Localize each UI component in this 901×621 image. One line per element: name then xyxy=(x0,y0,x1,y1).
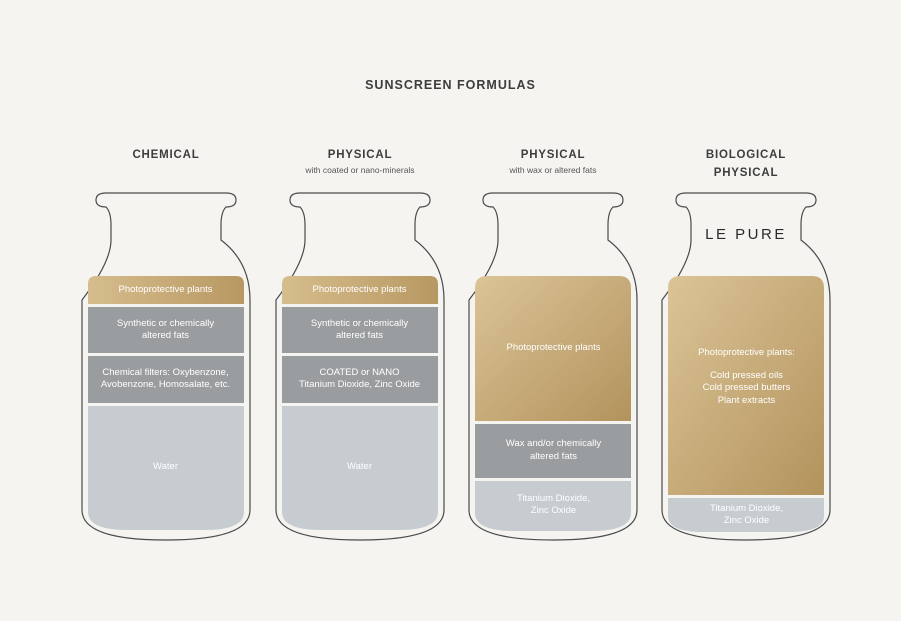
label-line: Wax and/or chemically xyxy=(505,438,602,449)
heading-subtitle: with wax or altered fats xyxy=(509,165,597,175)
heading-text: PHYSICAL xyxy=(327,149,393,161)
label-group: Photoprotective plants: Cold pressed oil… xyxy=(698,347,795,407)
label-spacer xyxy=(698,360,795,370)
heading-subtitle: with coated or nano-minerals xyxy=(305,165,415,175)
jar-layer xyxy=(475,481,631,531)
jar-outline xyxy=(81,192,251,541)
jar-layer xyxy=(475,276,631,421)
label-line: Water xyxy=(153,460,178,472)
diagram-title: SUNSCREEN FORMULAS xyxy=(365,78,536,92)
label-line: Photoprotective plants xyxy=(506,342,601,354)
column-heading-physical-wax: PHYSICAL with wax or altered fats xyxy=(453,146,653,175)
jar-layer xyxy=(282,356,438,403)
heading-text: CHEMICAL xyxy=(132,149,200,161)
label-line: Avobenzone, Homosalate, etc. xyxy=(100,379,231,390)
jar-layer xyxy=(282,276,438,304)
label-line: Photoprotective plants: xyxy=(698,347,795,358)
layer-label: Photoprotective plants xyxy=(473,277,634,420)
label-line: altered fats xyxy=(336,330,383,341)
label-line: altered fats xyxy=(142,330,189,341)
column-heading-biological-physical: BIOLOGICAL PHYSICAL xyxy=(646,146,846,182)
jar-outline xyxy=(661,192,831,541)
label-line: altered fats xyxy=(530,450,577,462)
label-line: Chemical filters: Oxybenzone, xyxy=(102,366,229,378)
layer-label: Wax and/or chemically altered fats xyxy=(473,424,634,477)
layer-label: Water xyxy=(85,406,246,528)
layer-label: Synthetic or chemically altered fats xyxy=(279,307,440,353)
jar-layer xyxy=(282,406,438,530)
label-line: Titanium Dioxide, xyxy=(516,492,591,504)
layer-label: Titanium Dioxide, Zinc Oxide xyxy=(473,481,634,529)
label-line: Zinc Oxide xyxy=(723,515,770,526)
jar-layer xyxy=(282,307,438,353)
label-line: Titanium Dioxide, Zinc Oxide xyxy=(298,379,421,390)
label-line: Plant extracts xyxy=(717,394,776,406)
label-line: Synthetic or chemically xyxy=(116,317,215,329)
heading-text-line2: PHYSICAL xyxy=(713,167,779,179)
layer-label: Chemical filters: Oxybenzone, Avobenzone… xyxy=(85,356,246,402)
jar-layer xyxy=(88,356,244,403)
label-line: Water xyxy=(347,460,372,472)
column-heading-chemical: CHEMICAL xyxy=(66,146,266,164)
layer-label: Photoprotective plants: Cold pressed oil… xyxy=(666,277,827,492)
jar-outline xyxy=(468,192,638,541)
jar-layer xyxy=(475,424,631,478)
label-line: COATED or NANO xyxy=(319,366,400,378)
column-heading-physical-nano: PHYSICAL with coated or nano-minerals xyxy=(260,146,460,175)
layer-label: COATED or NANO Titanium Dioxide, Zinc Ox… xyxy=(279,356,440,402)
label-line: Photoprotective plants xyxy=(312,283,407,295)
label-line: Zinc Oxide xyxy=(530,505,577,516)
jar-outline xyxy=(275,192,445,541)
le-pure-logo: LE PURE xyxy=(705,226,787,243)
jar-layer xyxy=(88,406,244,530)
jar-layer xyxy=(88,307,244,353)
layer-label: Titanium Dioxide, Zinc Oxide xyxy=(666,499,827,531)
layer-label: Photoprotective plants xyxy=(85,277,246,303)
layer-label: Water xyxy=(279,406,440,528)
jar-layer xyxy=(668,276,824,495)
jar-layer xyxy=(668,498,824,532)
label-line: Cold pressed butters xyxy=(702,382,791,393)
jar-layer xyxy=(88,276,244,304)
heading-text: BIOLOGICAL xyxy=(705,149,787,161)
layer-label: Synthetic or chemically altered fats xyxy=(85,307,246,353)
layer-label: Photoprotective plants xyxy=(279,277,440,303)
heading-text: PHYSICAL xyxy=(520,149,586,161)
label-line: Photoprotective plants xyxy=(118,283,213,295)
label-line: Cold pressed oils xyxy=(710,369,783,381)
label-line: Synthetic or chemically xyxy=(310,317,409,329)
label-line: Titanium Dioxide, xyxy=(709,502,784,514)
